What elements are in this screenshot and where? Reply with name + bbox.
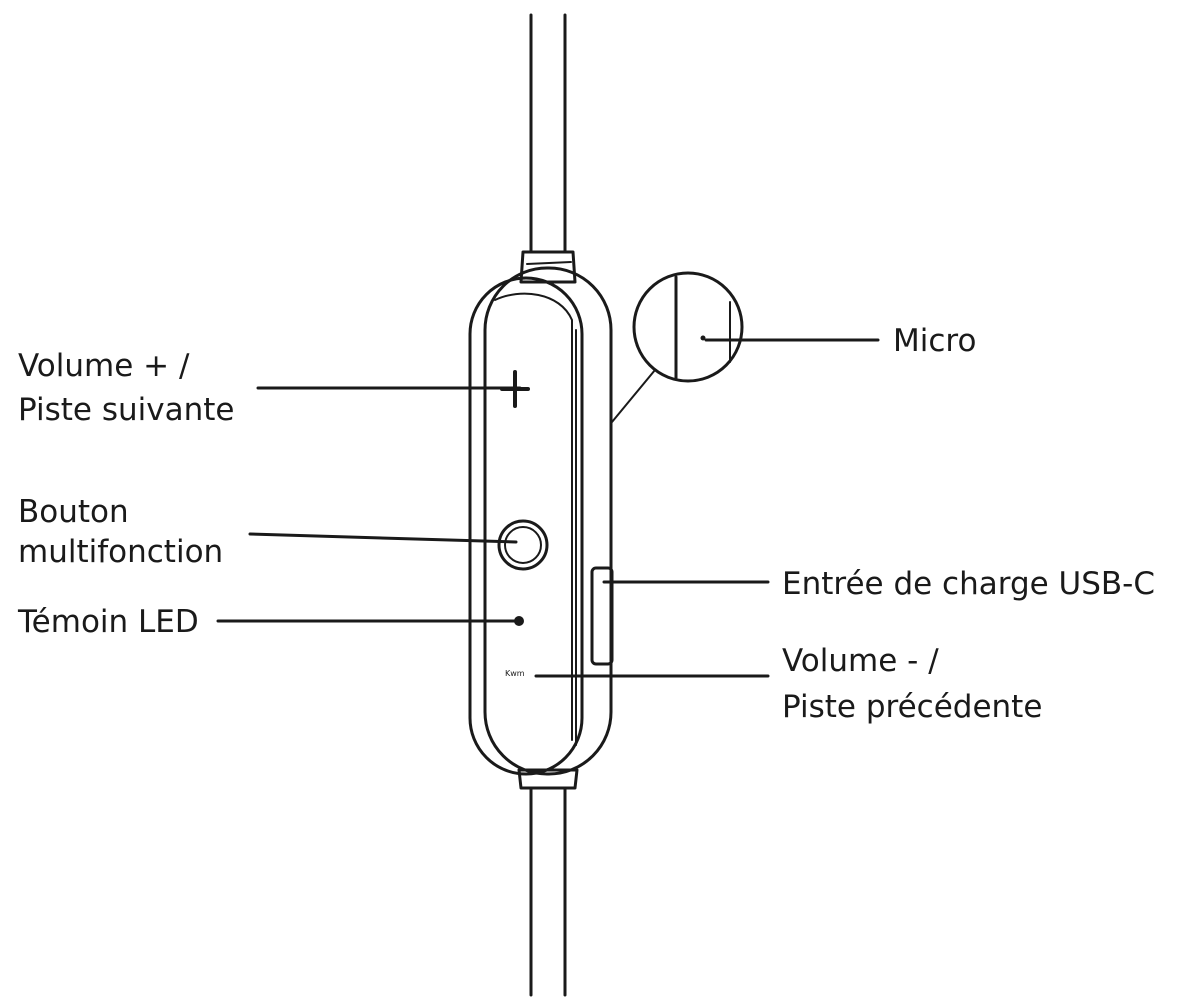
cable-connector-bottom (517, 768, 579, 790)
multifunction-button (497, 519, 549, 571)
usb-c-port (590, 566, 614, 666)
leader-multifunction (248, 532, 518, 544)
micro-magnifier (611, 271, 744, 423)
minus-marking: Kwm (505, 669, 525, 678)
led-indicator (514, 616, 524, 626)
label-volume-plus-line1: Volume + / (18, 348, 190, 384)
label-led: Témoin LED (17, 604, 199, 640)
label-volume-plus-line2: Piste suivante (18, 392, 235, 428)
label-micro: Micro (893, 323, 976, 359)
remote-back-shell (483, 266, 613, 776)
label-usb-c: Entrée de charge USB-C (782, 566, 1155, 602)
label-volume-minus-line2: Piste précédente (782, 689, 1042, 725)
label-volume-minus-line1: Volume - / (782, 643, 939, 679)
cable-top (529, 13, 567, 254)
remote-front-inner-edge (494, 292, 573, 741)
label-multifunction-line2: multifonction (18, 534, 223, 570)
remote-front-face (468, 276, 584, 776)
label-multifunction-line1: Bouton (18, 494, 129, 530)
cable-bottom (529, 786, 567, 997)
